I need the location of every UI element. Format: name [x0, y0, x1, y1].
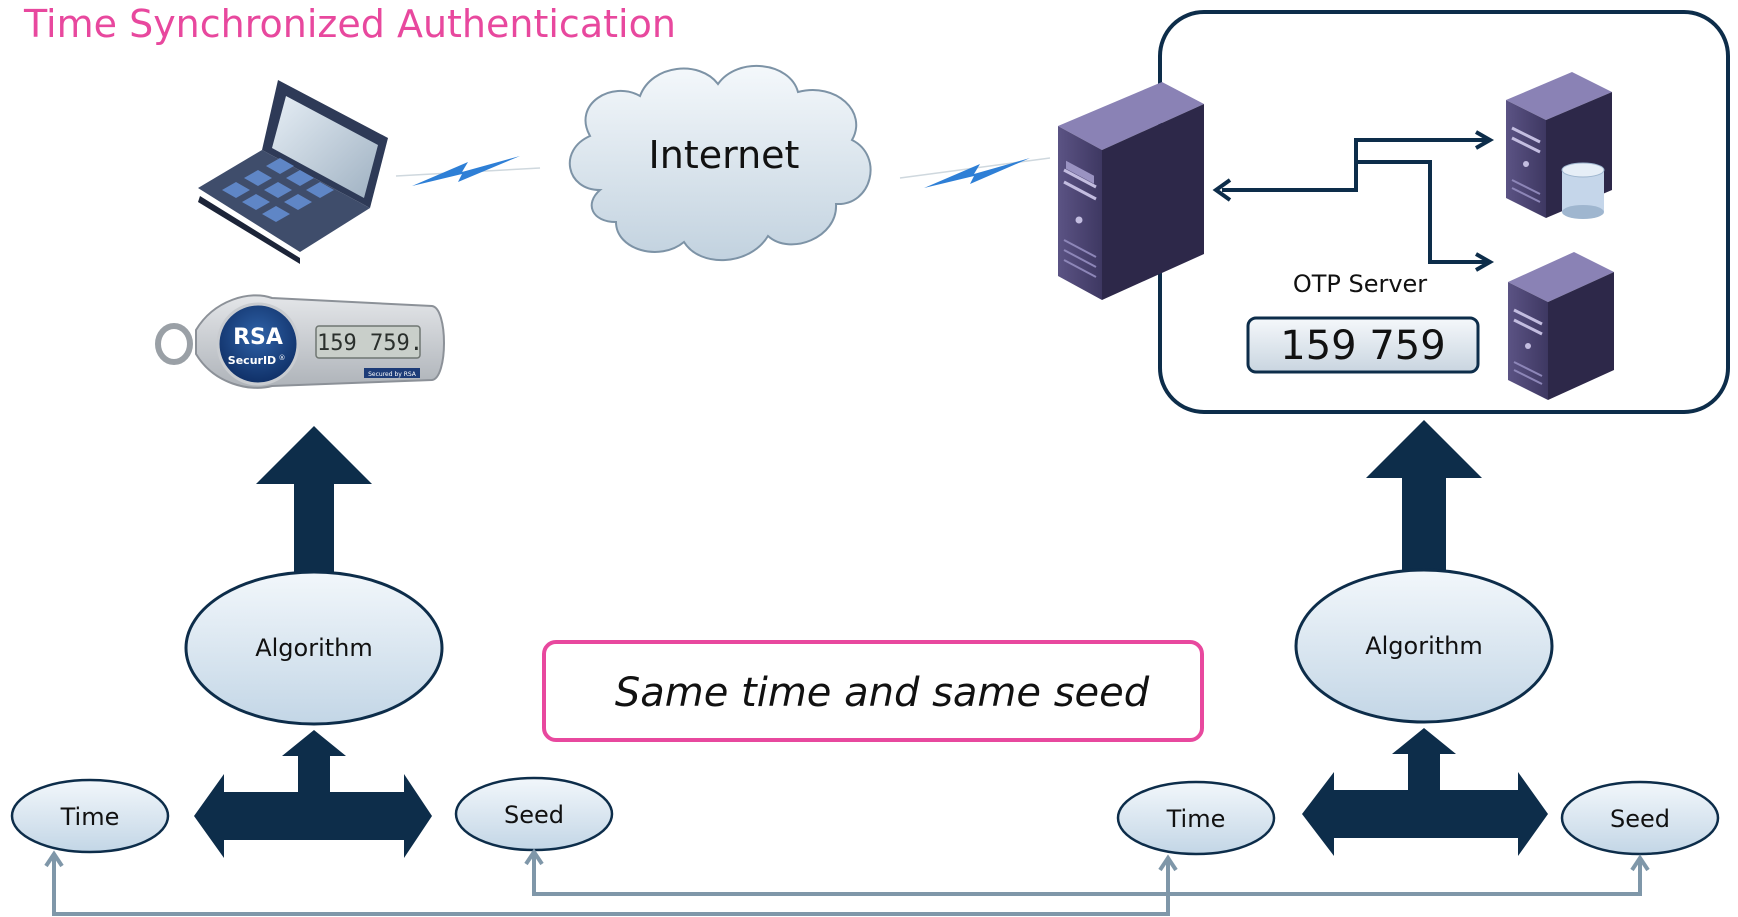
laptop-icon — [198, 80, 388, 264]
left-output-arrow — [256, 426, 372, 572]
server-connectors — [1212, 130, 1495, 272]
note-box — [542, 640, 1204, 742]
right-algorithm-label: Algorithm — [1365, 632, 1483, 660]
token-brand: RSA — [233, 325, 283, 350]
wireless-link-right-icon — [899, 157, 1051, 188]
left-input-arrow — [194, 730, 432, 858]
token-product-mark: ® — [279, 354, 286, 362]
right-input-arrow — [1302, 728, 1548, 856]
rsa-securid-token: RSA SecurID ® 159 759. Secured by RSA — [155, 294, 445, 389]
left-algorithm-node — [184, 570, 444, 726]
left-time-node — [10, 778, 170, 854]
otp-server-label: OTP Server — [1293, 270, 1427, 298]
right-seed-node — [1560, 780, 1720, 856]
database-server-icon — [1506, 72, 1612, 219]
left-time-label: Time — [60, 803, 120, 831]
token-product: SecurID — [228, 354, 276, 367]
internet-label: Internet — [649, 133, 800, 177]
left-algorithm-label: Algorithm — [255, 634, 373, 662]
otp-code: 159 759 — [1280, 323, 1445, 369]
sync-connectors — [44, 848, 1650, 916]
otp-server-icon — [1508, 252, 1614, 400]
right-time-label: Time — [1166, 805, 1226, 833]
left-seed-label: Seed — [504, 801, 564, 829]
token-display: 159 759. — [317, 331, 423, 356]
right-algorithm-node — [1294, 568, 1554, 724]
right-output-arrow — [1366, 420, 1482, 570]
main-server-icon — [1058, 82, 1204, 300]
right-time-node — [1116, 780, 1276, 856]
wireless-link-left-icon — [395, 156, 541, 186]
internet-cloud — [568, 64, 872, 262]
diagram-title: Time Synchronized Authentication — [24, 2, 676, 46]
note-text: Same time and same seed — [615, 670, 1150, 716]
token-footer: Secured by RSA — [368, 371, 417, 378]
right-seed-label: Seed — [1610, 805, 1670, 833]
otp-code-box — [1246, 316, 1480, 374]
